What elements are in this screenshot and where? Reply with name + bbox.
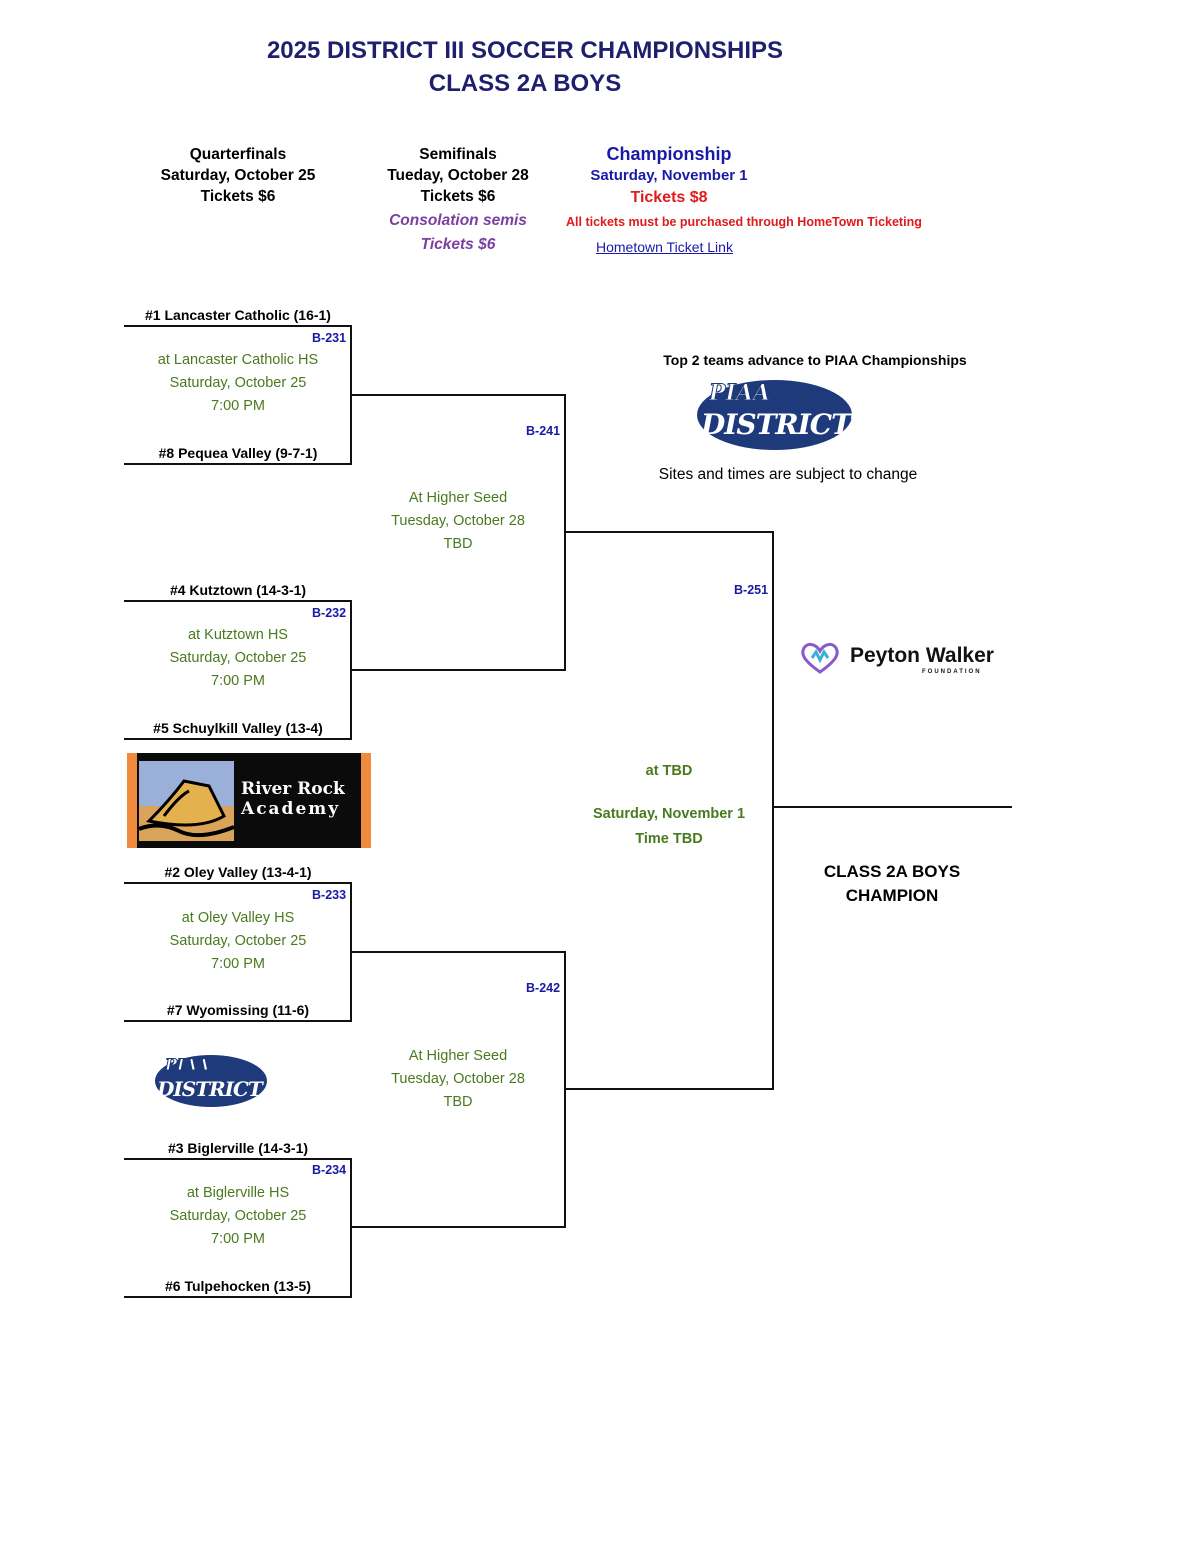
hometown-ticket-link[interactable]: Hometown Ticket Link — [596, 239, 733, 255]
semifinal-info: At Higher Seed Tuesday, October 28 TBD — [344, 1045, 572, 1114]
consolation-tickets: Tickets $6 — [420, 236, 496, 253]
sites-note: Sites and times are subject to change — [658, 466, 918, 483]
game-site: at Biglerville HS — [186, 1185, 290, 1201]
game-date: Saturday, October 25 — [169, 650, 307, 666]
round-date: Tueday, October 28 — [387, 167, 529, 184]
game-date: Saturday, November 1 — [592, 806, 746, 822]
logo-district-text: DISTRICT — [701, 408, 852, 441]
round-date: Saturday, October 25 — [160, 167, 316, 184]
logo-piaa: PIAA — [709, 380, 771, 407]
game-site: at Oley Valley HS — [181, 910, 295, 926]
peyton-walker-foundation-logo: Peyton Walker FOUNDATION — [798, 638, 998, 680]
logo-piaa: PIAA — [164, 1055, 210, 1075]
game-time: 7:00 PM — [211, 1231, 265, 1247]
game-id: B-232 — [312, 606, 347, 620]
logo-line1: River Rock — [241, 779, 345, 799]
game-info: at Kutztown HS Saturday, October 25 7:00… — [124, 624, 352, 693]
game-id: B-231 — [312, 331, 347, 345]
quarterfinals-header: Quarterfinals Saturday, October 25 Ticke… — [128, 144, 348, 207]
round-name: Quarterfinals — [189, 146, 287, 163]
logo-name: Peyton Walker — [850, 644, 994, 667]
team-seed-5: #5 Schuylkill Valley (13-4) — [153, 720, 323, 736]
game-date: Saturday, October 25 — [169, 933, 307, 949]
game-date: Tuesday, October 28 — [391, 513, 525, 529]
round-tickets: Tickets $6 — [420, 188, 496, 205]
logo-numeral: III — [265, 1077, 292, 1101]
game-time: TBD — [443, 536, 473, 552]
round-name: Championship — [606, 144, 732, 164]
championship-header: Championship Saturday, November 1 Ticket… — [559, 142, 779, 210]
team-seed-3: #3 Biglerville (14-3-1) — [167, 1140, 309, 1156]
game-time: TBD — [443, 1094, 473, 1110]
consolation-label: Consolation semis — [389, 212, 527, 229]
team-seed-4: #4 Kutztown (14-3-1) — [169, 582, 307, 598]
final-info: at TBD Saturday, November 1 Time TBD — [560, 763, 778, 847]
game-id: B-242 — [526, 981, 561, 995]
team-seed-7: #7 Wyomissing (11-6) — [166, 1002, 310, 1018]
game-date: Tuesday, October 28 — [391, 1071, 525, 1087]
game-time: 7:00 PM — [211, 398, 265, 414]
game-site: At Higher Seed — [408, 490, 508, 506]
champion-line1: CLASS 2A BOYS — [823, 862, 961, 881]
game-time: 7:00 PM — [211, 673, 265, 689]
game-site: at TBD — [645, 763, 693, 779]
game-info: at Biglerville HS Saturday, October 25 7… — [124, 1182, 352, 1251]
advance-note: Top 2 teams advance to PIAA Championship… — [663, 352, 967, 368]
game-id: B-241 — [526, 424, 561, 438]
game-id: B-233 — [312, 888, 347, 902]
game-id: B-251 — [734, 583, 769, 597]
game-site: at Lancaster Catholic HS — [157, 352, 319, 368]
logo-numeral: III — [854, 408, 892, 441]
ticketing-notice: All tickets must be purchased through Ho… — [566, 215, 922, 229]
round-tickets: Tickets $6 — [200, 188, 276, 205]
rock-icon — [138, 761, 235, 841]
game-info: at Oley Valley HS Saturday, October 25 7… — [124, 907, 352, 976]
logo-district-text: DISTRICT — [157, 1077, 263, 1101]
team-seed-6: #6 Tulpehocken (13-5) — [164, 1278, 311, 1294]
round-name: Semifinals — [419, 146, 497, 163]
team-seed-2: #2 Oley Valley (13-4-1) — [164, 864, 312, 880]
game-time: Time TBD — [635, 831, 703, 847]
team-seed-1: #1 Lancaster Catholic (16-1) — [145, 307, 331, 323]
game-info: at Lancaster Catholic HS Saturday, Octob… — [124, 349, 352, 418]
logo-line2: Academy — [241, 799, 341, 819]
round-tickets: Tickets $8 — [630, 189, 708, 206]
game-site: at Kutztown HS — [188, 627, 288, 643]
game-date: Saturday, October 25 — [169, 375, 307, 391]
round-date: Saturday, November 1 — [590, 167, 748, 184]
logo-sub: FOUNDATION — [922, 669, 982, 675]
page-title: 2025 DISTRICT III SOCCER CHAMPIONSHIPS — [266, 37, 784, 64]
game-id: B-234 — [312, 1163, 347, 1177]
champion-line2: CHAMPION — [845, 886, 939, 905]
semifinal-info: At Higher Seed Tuesday, October 28 TBD — [344, 487, 572, 556]
game-time: 7:00 PM — [211, 956, 265, 972]
semifinals-header: Semifinals Tueday, October 28 Tickets $6… — [348, 144, 568, 255]
champion-label: CLASS 2A BOYS CHAMPION — [782, 860, 1002, 908]
game-site: At Higher Seed — [408, 1048, 508, 1064]
heart-icon — [798, 640, 842, 681]
river-rock-academy-logo: River Rock Academy — [127, 753, 371, 848]
page-subtitle: CLASS 2A BOYS — [428, 70, 622, 97]
game-date: Saturday, October 25 — [169, 1208, 307, 1224]
team-seed-8: #8 Pequea Valley (9-7-1) — [158, 445, 318, 461]
